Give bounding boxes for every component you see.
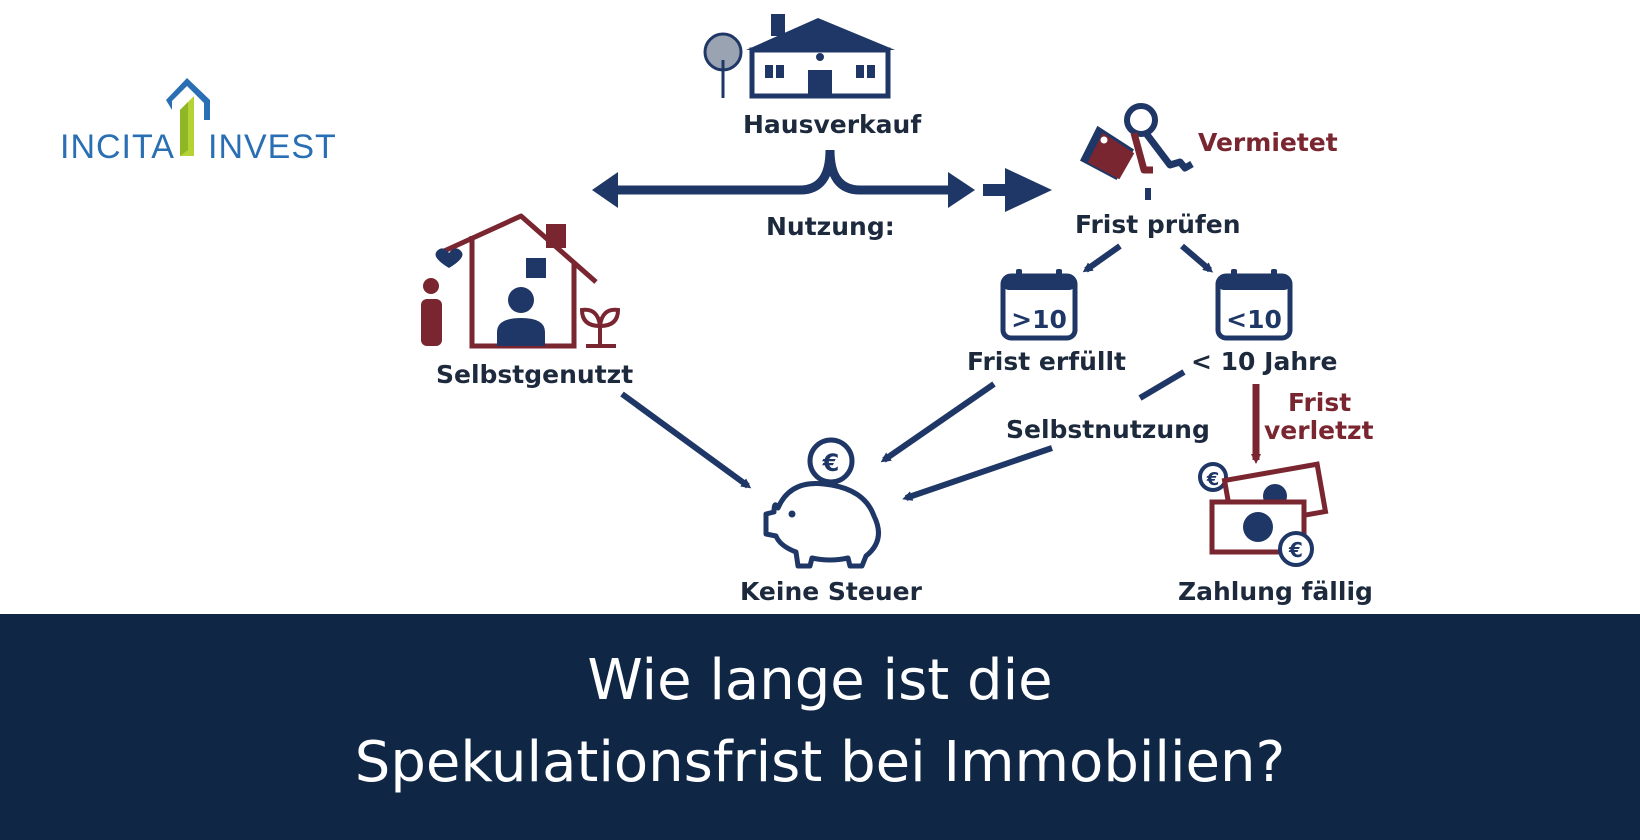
logo-text-left: INCITA xyxy=(60,128,175,166)
house-icon xyxy=(703,14,895,99)
title-banner: Wie lange ist die Spekulationsfrist bei … xyxy=(0,614,1640,840)
label-nutzung: Nutzung: xyxy=(766,212,895,241)
label-zahlung-faellig: Zahlung fällig xyxy=(1178,577,1373,606)
label-frist-pruefen: Frist prüfen xyxy=(1075,210,1241,239)
label-selbstnutzung: Selbstnutzung xyxy=(1006,415,1210,444)
svg-text:€: € xyxy=(1206,469,1220,490)
calendar-less-icon: <10 xyxy=(1215,269,1293,341)
self-used-house-icon xyxy=(421,213,621,349)
logo-text-right: INVEST xyxy=(208,128,337,166)
label-vermietet: Vermietet xyxy=(1198,128,1338,157)
label-frist-verletzt-2: verletzt xyxy=(1264,416,1374,445)
piggy-bank-icon: € xyxy=(763,437,881,569)
label-hausverkauf: Hausverkauf xyxy=(743,110,922,139)
svg-text:€: € xyxy=(822,449,840,477)
usage-arrows xyxy=(592,149,1052,212)
calendar-less-label: <10 xyxy=(1226,305,1282,334)
money-bills-icon: € € xyxy=(1198,461,1329,567)
calendar-more-label: >10 xyxy=(1011,305,1067,334)
diagram-graphics: >10 <10 xyxy=(166,14,1329,569)
title-line-1: Wie lange ist die xyxy=(587,648,1053,713)
label-unter-10-jahre: < 10 Jahre xyxy=(1191,347,1338,376)
calendar-more-icon: >10 xyxy=(1000,269,1078,341)
logo-mark-icon xyxy=(166,78,210,156)
diagram-area: >10 <10 xyxy=(60,14,1374,606)
svg-text:€: € xyxy=(1288,538,1303,562)
label-keine-steuer: Keine Steuer xyxy=(740,577,922,606)
keys-icon xyxy=(1080,103,1194,200)
label-frist-verletzt-1: Frist xyxy=(1288,388,1352,417)
label-selbstgenutzt: Selbstgenutzt xyxy=(436,360,634,389)
label-frist-erfuellt: Frist erfüllt xyxy=(967,347,1126,376)
title-line-2: Spekulationsfrist bei Immobilien? xyxy=(354,730,1286,795)
